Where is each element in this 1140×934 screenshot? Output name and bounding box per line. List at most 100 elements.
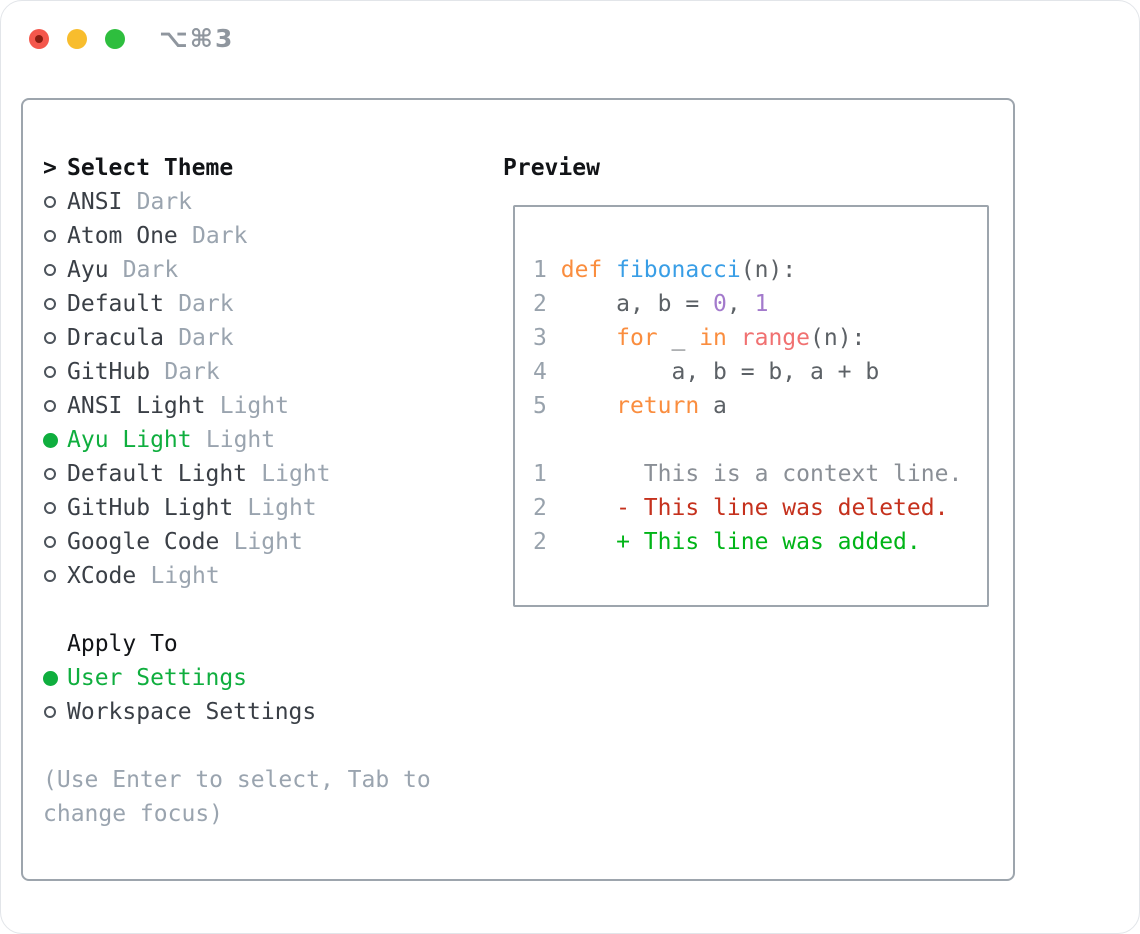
preview-pane: 1 def fibonacci(n): 2 a, b = 0, 1 3 for …: [513, 205, 989, 607]
radio-icon: [43, 706, 67, 718]
maximize-button[interactable]: [105, 29, 125, 49]
preview-code: 1 def fibonacci(n): 2 a, b = 0, 1 3 for …: [533, 253, 987, 559]
theme-name: GitHub Light: [67, 495, 234, 521]
line-number: 5: [533, 393, 547, 419]
preview-line: 1 This is a context line.: [533, 457, 987, 491]
preview-title: Preview: [503, 155, 600, 181]
theme-name: ANSI: [67, 189, 123, 215]
theme-item[interactable]: GitHub Light Light: [43, 491, 473, 525]
apply-option-label: User Settings: [67, 665, 248, 691]
theme-variant: Light: [150, 563, 220, 589]
theme-variant: Dark: [136, 189, 193, 215]
code-token: def: [560, 257, 617, 283]
spacer: [43, 593, 473, 627]
theme-picker-panel: > Select Theme ANSI Dark Atom One Dark A…: [21, 98, 1015, 881]
select-theme-header: > Select Theme: [43, 151, 473, 185]
theme-name: Ayu: [67, 257, 109, 283]
code-token: a: [699, 393, 727, 419]
preview-line: [533, 423, 987, 457]
code-token: for: [616, 325, 658, 351]
section-title: Select Theme: [67, 155, 234, 181]
theme-name: Atom One: [67, 223, 178, 249]
preview-line: 5 return a: [533, 389, 987, 423]
preview-line: 2 a, b = 0, 1: [533, 287, 987, 321]
apply-option-label: Workspace Settings: [67, 699, 317, 725]
preview-line: 4 a, b = b, a + b: [533, 355, 987, 389]
code-token: fibonacci: [616, 257, 741, 283]
radio-icon: [43, 332, 67, 344]
theme-item[interactable]: Atom One Dark: [43, 219, 473, 253]
code-token: return: [616, 393, 700, 419]
radio-icon: [43, 264, 67, 276]
theme-name: GitHub: [67, 359, 151, 385]
code-token: 1: [754, 291, 769, 317]
code-token: a, b =: [560, 291, 714, 317]
radio-icon: [43, 400, 67, 412]
theme-variant: Dark: [122, 257, 179, 283]
theme-item[interactable]: GitHub Dark: [43, 355, 473, 389]
theme-name: Google Code: [67, 529, 220, 555]
code-token: This is a context line.: [560, 461, 963, 487]
radio-icon: [43, 366, 67, 378]
theme-selector: > Select Theme ANSI Dark Atom One Dark A…: [43, 151, 473, 831]
theme-name: ANSI Light: [67, 393, 206, 419]
theme-item[interactable]: Default Light Light: [43, 457, 473, 491]
theme-item[interactable]: Google Code Light: [43, 525, 473, 559]
theme-name: Dracula: [67, 325, 164, 351]
preview-line: 3 for _ in range(n):: [533, 321, 987, 355]
radio-icon: [43, 230, 67, 242]
code-token: (n):: [810, 325, 866, 351]
theme-variant: Dark: [178, 325, 234, 351]
theme-variant: Light: [205, 427, 276, 453]
line-number: 4: [533, 359, 547, 385]
apply-option[interactable]: User Settings: [43, 661, 473, 695]
theme-variant: Light: [233, 529, 303, 555]
theme-variant: Dark: [178, 291, 234, 317]
apply-to-header: Apply To: [43, 627, 473, 661]
theme-item[interactable]: Default Dark: [43, 287, 473, 321]
radio-icon: [43, 298, 67, 310]
preview-line: 1 def fibonacci(n):: [533, 253, 987, 287]
code-token: [727, 325, 741, 351]
theme-list: ANSI Dark Atom One Dark Ayu Dark Default…: [43, 185, 473, 593]
section-title: Apply To: [67, 631, 178, 657]
code-token: ,: [726, 291, 755, 317]
theme-item[interactable]: ANSI Light Light: [43, 389, 473, 423]
keyboard-shortcut-label: ⌥⌘3: [159, 24, 235, 53]
preview-line: 2 - This line was deleted.: [533, 491, 987, 525]
radio-icon: [43, 536, 67, 548]
radio-icon: [43, 670, 67, 686]
code-token: a, b = b, a + b: [560, 359, 880, 385]
theme-name: XCode: [67, 563, 137, 589]
theme-variant: Light: [219, 393, 289, 419]
apply-to-options: User Settings Workspace Settings: [43, 661, 473, 729]
theme-variant: Dark: [164, 359, 220, 385]
theme-name: Default Light: [67, 461, 248, 487]
theme-variant: Light: [247, 495, 317, 521]
code-token: [561, 325, 616, 351]
line-number: 2: [533, 495, 547, 521]
minimize-button[interactable]: [67, 29, 87, 49]
radio-icon: [43, 196, 67, 208]
theme-name: Default: [67, 291, 164, 317]
line-number: 1: [533, 461, 547, 487]
code-token: in: [699, 325, 727, 351]
theme-item[interactable]: ANSI Dark: [43, 185, 473, 219]
code-token: range: [740, 325, 811, 351]
theme-name: Ayu Light: [67, 427, 192, 453]
code-token: _: [657, 325, 700, 351]
code-token: - This line was deleted.: [560, 495, 949, 521]
theme-item[interactable]: Ayu Dark: [43, 253, 473, 287]
apply-option[interactable]: Workspace Settings: [43, 695, 473, 729]
theme-variant: Light: [261, 461, 331, 487]
code-token: + This line was added.: [560, 529, 921, 555]
theme-item[interactable]: XCode Light: [43, 559, 473, 593]
radio-icon: [43, 468, 67, 480]
close-button[interactable]: [29, 29, 49, 49]
theme-item[interactable]: Dracula Dark: [43, 321, 473, 355]
code-token: 0: [713, 291, 727, 317]
theme-item[interactable]: Ayu Light Light: [43, 423, 473, 457]
preview-line: 2 + This line was added.: [533, 525, 987, 559]
line-number: 2: [533, 291, 547, 317]
line-number: 3: [533, 325, 547, 351]
